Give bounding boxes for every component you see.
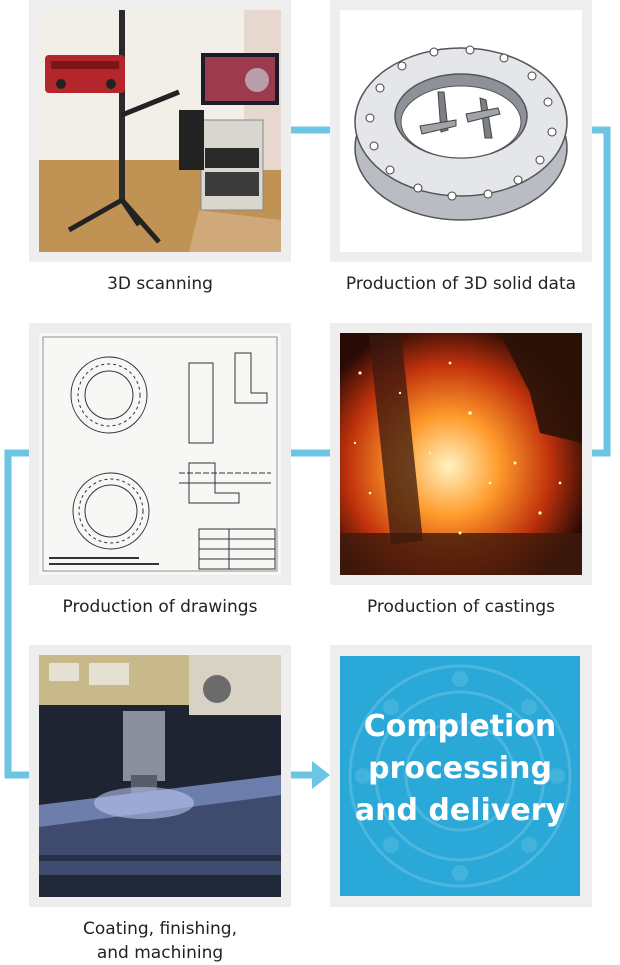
technical-drawing-image (39, 333, 281, 575)
step-3d-solid-data-label: Production of 3D solid data (345, 274, 577, 294)
completion-title-line3: and delivery (354, 793, 566, 828)
3d-solid-model-image (340, 10, 582, 252)
step-castings-label: Production of castings (366, 597, 556, 617)
bearing-watermark-icon (348, 664, 572, 888)
step-machining-label-line2: and machining (96, 943, 224, 963)
step-drawings-card (29, 323, 291, 585)
step-machining-label: Coating, finishing, and machining (29, 917, 291, 965)
completion-title: Completion processing and delivery (340, 706, 580, 832)
step-3d-solid-data-card (330, 0, 592, 262)
step-machining-label-line1: Coating, finishing, (83, 919, 237, 939)
step-completion-box: Completion processing and delivery (340, 656, 580, 896)
step-castings-card (330, 323, 592, 585)
step-3d-scanning-card (29, 0, 291, 262)
step-machining-card (29, 645, 291, 907)
step-3d-scanning-label: 3D scanning (107, 274, 213, 294)
completion-title-line2: processing (368, 751, 552, 786)
casting-photo (340, 333, 582, 575)
step-drawings-label: Production of drawings (62, 597, 258, 617)
machining-photo (39, 655, 281, 897)
completion-title-line1: Completion (363, 709, 557, 744)
3d-scanning-photo (39, 10, 281, 252)
